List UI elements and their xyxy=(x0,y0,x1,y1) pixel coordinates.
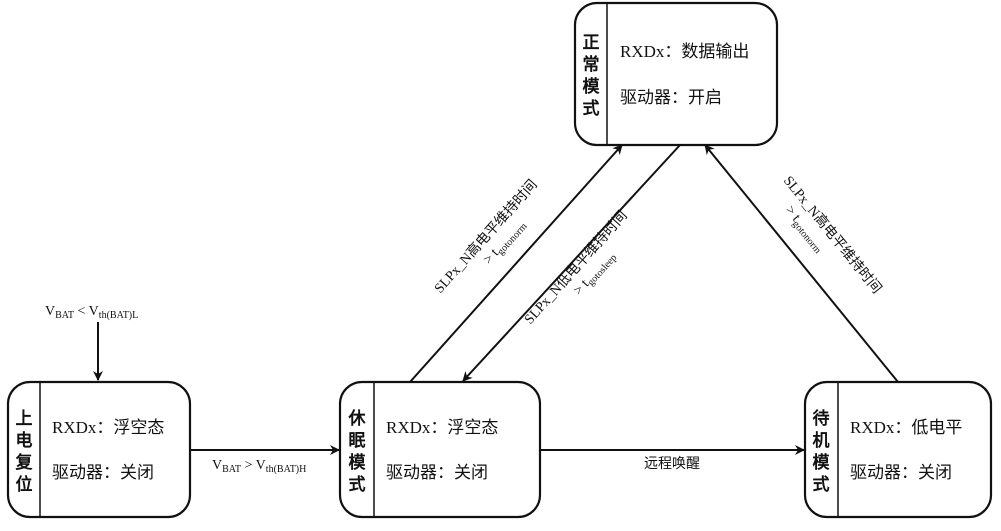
standby-to-normal-arrow xyxy=(704,144,899,383)
state-title-char: 式 xyxy=(583,98,600,118)
svg-text:SLPx_N低电平维持时间: SLPx_N低电平维持时间 xyxy=(521,208,630,328)
state-title-char: 模 xyxy=(583,76,601,96)
driver-status: 驱动器：开启 xyxy=(620,88,722,107)
state-title-char: 式 xyxy=(813,474,830,494)
driver-status: 驱动器：关闭 xyxy=(850,463,952,482)
state-title-char: 常 xyxy=(583,54,600,74)
reset-condition-label: VBAT < Vth(BAT)L xyxy=(45,304,138,321)
svg-text:SLPx_N高电平维持时间: SLPx_N高电平维持时间 xyxy=(780,172,885,296)
state-title-char: 模 xyxy=(813,452,831,472)
driver-status: 驱动器：关闭 xyxy=(52,463,154,482)
state-title-char: 上 xyxy=(16,409,33,428)
state-power-on-reset: 上 电 复 位 RXDx：浮空态 驱动器：关闭 xyxy=(6,380,192,519)
sleep-to-normal-arrow xyxy=(409,144,623,383)
state-title-char: 位 xyxy=(16,474,33,494)
rxd-status: RXDx：浮空态 xyxy=(52,418,164,437)
driver-status: 驱动器：关闭 xyxy=(386,463,488,482)
normal-to-sleep-label: SLPx_N低电平维持时间 > tgotosleep xyxy=(521,208,630,328)
state-title-char: 式 xyxy=(349,474,366,494)
state-normal-mode: 正 常 模 式 RXDx：数据输出 驱动器：开启 xyxy=(573,1,779,147)
rxd-status: RXDx：低电平 xyxy=(850,418,962,437)
poweron-to-sleep-label: VBAT > Vth(BAT)H xyxy=(212,458,306,475)
state-title-char: 休 xyxy=(348,408,367,428)
normal-to-sleep-arrow xyxy=(462,144,681,382)
state-title-char: 待 xyxy=(813,408,830,428)
state-title-char: 正 xyxy=(583,33,600,52)
state-title-char: 复 xyxy=(15,452,34,472)
state-title-char: 电 xyxy=(16,430,33,450)
sleep-to-standby-label: 远程唤醒 xyxy=(644,455,700,472)
state-standby-mode: 待 机 模 式 RXDx：低电平 驱动器：关闭 xyxy=(803,380,993,519)
state-sleep-mode: 休 眠 模 式 RXDx：浮空态 驱动器：关闭 xyxy=(338,380,542,519)
svg-text:SLPx_N高电平维持时间: SLPx_N高电平维持时间 xyxy=(431,176,541,296)
state-title-char: 眠 xyxy=(349,431,366,450)
rxd-status: RXDx：浮空态 xyxy=(386,418,498,437)
state-title-char: 机 xyxy=(813,430,830,450)
rxd-status: RXDx：数据输出 xyxy=(620,42,749,61)
state-title-char: 模 xyxy=(349,452,367,472)
